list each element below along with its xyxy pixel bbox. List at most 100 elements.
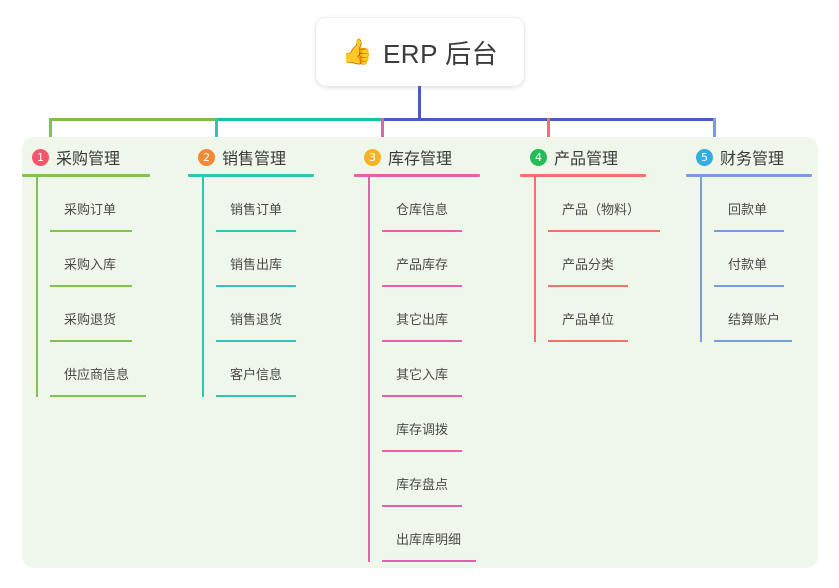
branch-item-label: 销售退货 — [230, 312, 283, 327]
branch-item-rule — [382, 560, 476, 562]
branch-item[interactable]: 回款单 — [700, 177, 812, 232]
branch-spine — [368, 177, 370, 562]
branch-item-rule — [50, 340, 132, 342]
branch-item-label: 其它入库 — [396, 367, 449, 382]
branch-item-rule — [382, 230, 462, 232]
branch-spine — [534, 177, 536, 342]
branch-item-rule — [714, 230, 784, 232]
branch-item[interactable]: 产品库存 — [368, 232, 480, 287]
branch-item[interactable]: 销售订单 — [202, 177, 314, 232]
branch-item[interactable]: 产品分类 — [534, 232, 646, 287]
branch-title: 财务管理 — [720, 151, 785, 168]
branch-item-rule — [216, 340, 296, 342]
branch-number-badge: 4 — [530, 148, 547, 166]
connector-drop-2 — [214, 118, 218, 155]
connector-bar-green — [48, 118, 218, 121]
branch-column-采购管理: 1 采购管理采购订单采购入库采购退货供应商信息 — [22, 140, 150, 397]
connector-stem — [417, 86, 421, 121]
branch-item-label: 采购退货 — [64, 312, 117, 327]
branch-item-rule — [50, 230, 132, 232]
branch-item-rule — [382, 395, 462, 397]
branch-item-label: 付款单 — [728, 257, 768, 272]
branch-item[interactable]: 产品（物料） — [534, 177, 660, 232]
branch-item[interactable]: 销售出库 — [202, 232, 314, 287]
branch-column-库存管理: 3 库存管理仓库信息产品库存其它出库其它入库库存调拨库存盘点出库库明细 — [354, 140, 480, 562]
branch-item-rule — [216, 230, 296, 232]
branch-item[interactable]: 付款单 — [700, 232, 812, 287]
branch-item[interactable]: 结算账户 — [700, 287, 812, 342]
connector-drop-1 — [48, 118, 52, 155]
branch-item[interactable]: 产品单位 — [534, 287, 646, 342]
branch-item-label: 库存盘点 — [396, 477, 449, 492]
branch-number-badge: 5 — [696, 148, 713, 166]
branch-item-rule — [50, 285, 132, 287]
root-node[interactable]: 👍 ERP 后台 — [316, 18, 524, 86]
branch-item-rule — [548, 285, 628, 287]
branch-item-rule — [548, 340, 628, 342]
branch-item[interactable]: 仓库信息 — [368, 177, 480, 232]
branch-number-badge: 2 — [198, 148, 215, 166]
connector-drop-4 — [546, 118, 550, 155]
branch-header-rule — [354, 174, 480, 177]
branch-item[interactable]: 采购退货 — [36, 287, 150, 342]
branch-item-list: 产品（物料） 产品分类产品单位 — [520, 177, 660, 342]
connector-drop-5 — [712, 118, 716, 155]
branch-item[interactable]: 采购入库 — [36, 232, 150, 287]
branch-item-list: 回款单付款单结算账户 — [686, 177, 812, 342]
branch-item-rule — [548, 230, 660, 232]
branch-item-label: 客户信息 — [230, 367, 283, 382]
branch-header[interactable]: 2 销售管理 — [188, 140, 314, 174]
branch-header[interactable]: 1 采购管理 — [22, 140, 150, 174]
connector-drop-3 — [380, 118, 384, 155]
thumbs-up-icon: 👍 — [341, 37, 373, 66]
branch-spine — [36, 177, 38, 397]
branch-item-label: 产品（物料） — [562, 202, 641, 217]
branch-item[interactable]: 出库库明细 — [368, 507, 480, 562]
branch-item[interactable]: 其它入库 — [368, 342, 480, 397]
branch-item-list: 采购订单采购入库采购退货供应商信息 — [22, 177, 150, 397]
branch-header[interactable]: 3 库存管理 — [354, 140, 480, 174]
branch-header[interactable]: 5 财务管理 — [686, 140, 812, 174]
branch-item-rule — [382, 450, 462, 452]
branch-item-label: 采购订单 — [64, 202, 117, 217]
branch-item-list: 仓库信息产品库存其它出库其它入库库存调拨库存盘点出库库明细 — [354, 177, 480, 562]
root-title: ERP 后台 — [382, 38, 499, 69]
branch-item-label: 回款单 — [728, 202, 768, 217]
branch-item-rule — [216, 285, 296, 287]
branch-header-rule — [686, 174, 812, 177]
branch-item-list: 销售订单销售出库销售退货客户信息 — [188, 177, 314, 397]
branch-item-label: 采购入库 — [64, 257, 117, 272]
branch-item-label: 结算账户 — [728, 312, 781, 327]
branch-item-rule — [714, 340, 792, 342]
branch-spine — [700, 177, 702, 342]
branch-item[interactable]: 销售退货 — [202, 287, 314, 342]
branch-item[interactable]: 客户信息 — [202, 342, 314, 397]
branch-item[interactable]: 其它出库 — [368, 287, 480, 342]
branch-header-rule — [22, 174, 150, 177]
branch-title: 库存管理 — [388, 151, 453, 168]
branch-item-label: 供应商信息 — [64, 367, 130, 382]
branch-item-rule — [382, 505, 462, 507]
branch-item-rule — [714, 285, 784, 287]
connector-bar-teal — [214, 118, 384, 121]
branches-panel — [22, 137, 818, 568]
branch-item-label: 产品单位 — [562, 312, 615, 327]
branch-number-badge: 1 — [32, 148, 49, 166]
branch-number-badge: 3 — [364, 148, 381, 166]
branch-item[interactable]: 采购订单 — [36, 177, 150, 232]
branch-item[interactable]: 供应商信息 — [36, 342, 150, 397]
branch-item[interactable]: 库存调拨 — [368, 397, 480, 452]
root-node-content: 👍 ERP 后台 — [342, 34, 498, 71]
branch-item-rule — [382, 340, 462, 342]
branch-item[interactable]: 库存盘点 — [368, 452, 480, 507]
branch-item-rule — [216, 395, 296, 397]
branch-title: 采购管理 — [56, 151, 121, 168]
branch-spine — [202, 177, 204, 397]
branch-item-label: 出库库明细 — [396, 532, 462, 547]
branch-column-财务管理: 5 财务管理回款单付款单结算账户 — [686, 140, 812, 342]
branch-item-rule — [382, 285, 462, 287]
branch-item-label: 其它出库 — [396, 312, 449, 327]
branch-title: 销售管理 — [222, 151, 287, 168]
